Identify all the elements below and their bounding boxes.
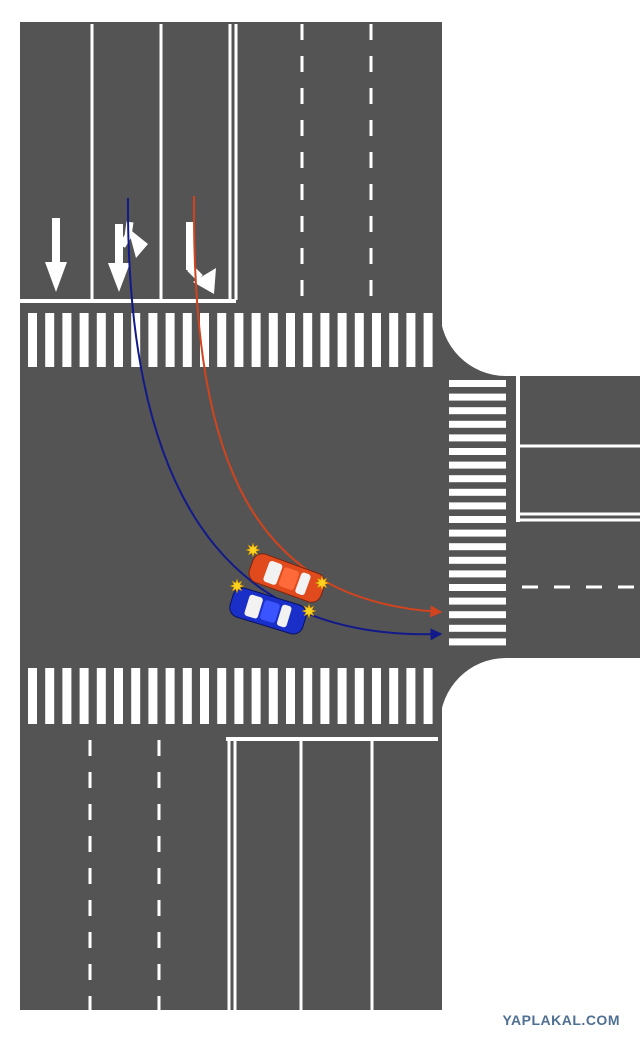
crosswalk-stripe	[79, 668, 89, 724]
crosswalk-stripe	[286, 668, 295, 724]
crosswalk-stripe	[303, 313, 313, 367]
crosswalk-stripe	[96, 668, 106, 724]
crosswalk-stripe	[449, 597, 506, 605]
crosswalk-stripe	[337, 313, 347, 367]
crosswalk-stripe	[79, 313, 89, 367]
crosswalk-stripe	[303, 668, 313, 724]
crosswalk-stripe	[337, 668, 347, 724]
crosswalk-stripe	[449, 461, 506, 469]
east-road-markings	[516, 376, 640, 589]
crosswalk-stripe	[449, 611, 506, 619]
north-approach-markings	[20, 24, 373, 303]
crosswalk-stripe	[372, 313, 381, 367]
crosswalk-stripe	[449, 556, 506, 564]
crosswalk-east	[449, 380, 506, 646]
crosswalk-stripe	[449, 529, 506, 537]
crosswalk-stripe	[200, 313, 209, 367]
crosswalk-stripe	[234, 313, 244, 367]
crosswalk-south	[28, 668, 433, 724]
crosswalk-stripe	[28, 668, 37, 724]
crosswalk-stripe	[449, 407, 506, 415]
crosswalk-stripe	[423, 668, 433, 724]
crosswalk-stripe	[268, 668, 278, 724]
crosswalk-stripe	[62, 313, 72, 367]
crosswalk-stripe	[148, 313, 158, 367]
crosswalk-stripe	[114, 668, 123, 724]
crosswalk-stripe	[449, 434, 506, 442]
crosswalk-stripe	[406, 668, 416, 724]
impact-markers	[229, 542, 330, 619]
blue-car-path	[126, 197, 443, 641]
crosswalk-stripe	[389, 313, 399, 367]
crosswalk-stripe	[114, 313, 123, 367]
impact-star-icon	[301, 603, 317, 619]
crosswalk-stripe	[354, 668, 364, 724]
crosswalk-stripe	[165, 668, 175, 724]
crosswalk-stripe	[449, 488, 506, 496]
crosswalk-stripe	[131, 668, 141, 724]
red-car	[248, 553, 326, 603]
crosswalk-stripe	[354, 313, 364, 367]
crosswalk-stripe	[234, 668, 244, 724]
red-car-path	[192, 195, 443, 618]
crosswalk-stripe	[320, 668, 330, 724]
impact-star-icon	[245, 542, 261, 558]
crosswalk-stripe	[182, 668, 192, 724]
crosswalk-stripe	[449, 380, 506, 387]
blue-car	[229, 587, 307, 635]
crosswalk-stripe	[182, 313, 192, 367]
crosswalk-stripe	[96, 313, 106, 367]
crosswalk-stripe	[389, 668, 399, 724]
road-surface	[20, 22, 640, 1010]
crosswalk-stripe	[449, 570, 506, 578]
crosswalk-stripe	[449, 624, 506, 632]
crosswalk-stripe	[372, 668, 381, 724]
crosswalk-stripe	[449, 475, 506, 483]
crosswalk-stripe	[449, 420, 506, 428]
crosswalk-stripe	[251, 313, 261, 367]
crosswalk-stripe	[28, 313, 37, 367]
crosswalk-stripe	[406, 313, 416, 367]
crosswalk-stripe	[449, 584, 506, 591]
crosswalk-stripe	[286, 313, 295, 367]
corner-fillet-top	[440, 310, 506, 376]
crosswalk-stripe	[449, 393, 506, 401]
crosswalk-stripe	[449, 638, 506, 646]
corner-fillet-bottom	[440, 658, 506, 724]
crosswalk-stripe	[45, 668, 55, 724]
crosswalk-stripe	[449, 502, 506, 510]
impact-star-icon	[314, 575, 330, 591]
crosswalk-stripe	[423, 313, 433, 367]
crosswalk-stripe	[449, 448, 506, 455]
impact-star-icon	[229, 578, 245, 594]
crosswalk-stripe	[449, 516, 506, 523]
crosswalk-stripe	[200, 668, 209, 724]
site-watermark: YAPLAKAL.COM	[502, 1012, 620, 1028]
crosswalk-stripe	[449, 543, 506, 551]
crosswalk-stripe	[251, 668, 261, 724]
crosswalk-stripe	[217, 668, 227, 724]
crosswalk-stripe	[62, 668, 72, 724]
crosswalk-stripe	[45, 313, 55, 367]
crosswalk-stripe	[148, 668, 158, 724]
south-approach-markings	[88, 737, 438, 1010]
crosswalk-stripe	[268, 313, 278, 367]
crosswalk-stripe	[165, 313, 175, 367]
lane-arrow-straight	[45, 218, 67, 292]
crosswalk-stripe	[320, 313, 330, 367]
crosswalk-stripe	[217, 313, 227, 367]
